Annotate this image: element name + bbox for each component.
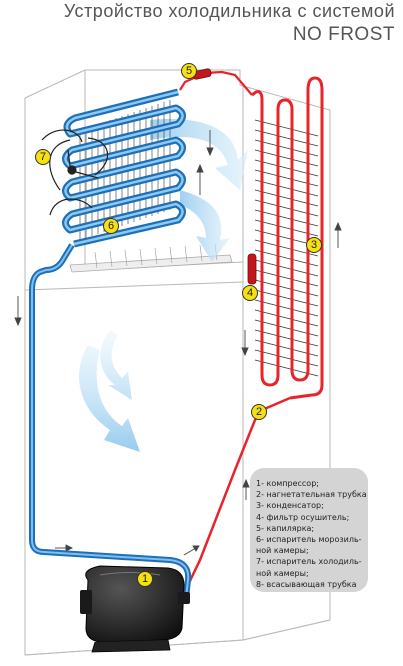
- freezer-shelf: [69, 243, 233, 273]
- callout-4-label: 4: [247, 287, 253, 299]
- callout-5-label: 5: [186, 65, 192, 77]
- title-line-1: Устройство холодильника с системой: [63, 1, 395, 21]
- legend-item: 2- нагнетательная трубка: [256, 490, 367, 500]
- callout-6: 6: [103, 218, 119, 234]
- fan: [41, 129, 109, 216]
- freezer-evaporator: [62, 88, 186, 248]
- title-line-2: NO FROST: [292, 24, 395, 45]
- callout-2-label: 2: [256, 406, 262, 418]
- legend-item: 5- капилярка;: [256, 523, 315, 533]
- filter-drier: [247, 253, 257, 285]
- callout-3: 3: [306, 237, 322, 253]
- legend-item: ной камеры;: [256, 568, 309, 578]
- legend-box: 1- компрессор; 2- нагнетательная трубка …: [250, 468, 368, 592]
- legend-item: 4- фильтр осушитель;: [256, 512, 350, 522]
- callout-5: 5: [181, 63, 197, 79]
- legend-item: ной камеры;: [256, 546, 309, 556]
- condenser: [251, 76, 324, 400]
- callout-2: 2: [251, 404, 267, 420]
- callout-3-label: 3: [311, 239, 317, 251]
- legend-item: 1- компрессор;: [256, 479, 319, 488]
- legend-item: 3- конденсатор;: [256, 501, 324, 511]
- legend-item: 7- испаритель холодиль-: [256, 557, 362, 567]
- legend-item: 8- всасывающая трубка: [256, 579, 357, 589]
- callout-4: 4: [242, 285, 258, 301]
- compressor: [80, 565, 190, 653]
- callout-1: 1: [137, 571, 153, 587]
- callout-7: 7: [35, 149, 51, 165]
- callout-7-label: 7: [40, 151, 46, 163]
- callout-6-label: 6: [108, 220, 114, 232]
- direction-arrows: [14, 130, 342, 556]
- capillary-tube: [179, 70, 253, 96]
- air-flow-arrows: [79, 119, 248, 452]
- callout-badges: 1 2 3 4 5 6 7: [35, 63, 322, 587]
- condenser-coil: [251, 76, 324, 400]
- legend-item: 6- испаритель морозиль-: [256, 535, 362, 545]
- callout-1-label: 1: [142, 573, 148, 585]
